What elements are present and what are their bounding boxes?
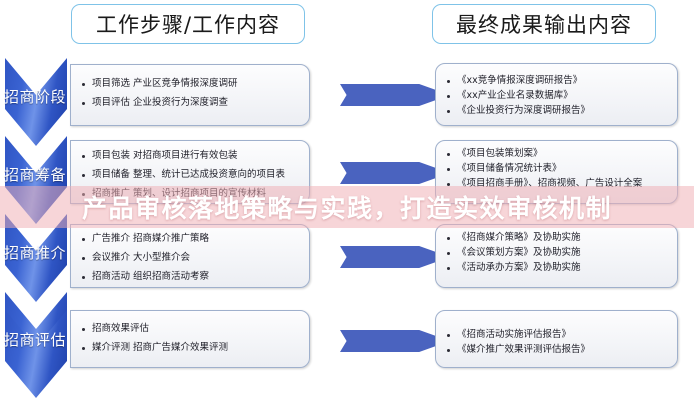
steps-box-4: 招商效果评估 媒介评测 招商广告媒介效果评测 [70, 310, 310, 368]
list-item: 《活动承办方案》及协助实施 [446, 261, 669, 275]
list-item: 项目储备 整理、统计已达成投资意向的项目表 [81, 168, 301, 182]
list-item: 项目包装 对招商项目进行有效包装 [81, 149, 301, 163]
overlay-banner: 产品审核落地策略与实践，打造实效审核机制 [0, 186, 694, 228]
list-item: 会议推介 大小型推介会 [81, 251, 301, 265]
list-item: 《项目包装策划案》 [446, 147, 669, 161]
steps-list-4: 招商效果评估 媒介评测 招商广告媒介效果评测 [81, 322, 301, 355]
list-item: 《xx产业企业名录数据库》 [446, 89, 669, 103]
list-item: 《项目储备情况统计表》 [446, 162, 669, 176]
list-item: 《项目招商手册》、招商视频、广告设计全案 [446, 177, 669, 191]
list-item: 《xx竞争情报深度调研报告》 [446, 74, 669, 88]
overlay-banner-text: 产品审核落地策略与实践，打造实效审核机制 [81, 194, 612, 223]
list-item: 招商活动 组织招商活动考察 [81, 270, 301, 284]
list-item: 《媒介推广效果评测评估报告》 [446, 343, 669, 357]
stage-label-1: 招商阶段 [4, 88, 67, 106]
list-item: 项目评估 企业投资行为深度调查 [81, 96, 301, 110]
outputs-box-3: 《招商媒介策略》及协助实施 《会议策划方案》及协助实施 《活动承办方案》及协助实… [435, 224, 678, 288]
stage-label-2: 招商筹备 [4, 166, 67, 184]
steps-box-1: 项目筛选 产业区竞争情报深度调研 项目评估 企业投资行为深度调查 [70, 64, 310, 126]
outputs-list-3: 《招商媒介策略》及协助实施 《会议策划方案》及协助实施 《活动承办方案》及协助实… [446, 231, 669, 275]
column-header-left: 工作步骤/工作内容 [71, 4, 305, 44]
outputs-list-2: 《项目包装策划案》 《项目储备情况统计表》 《项目招商手册》、招商视频、广告设计… [446, 147, 669, 191]
column-header-right-label: 最终成果输出内容 [456, 13, 632, 37]
column-header-right: 最终成果输出内容 [432, 4, 656, 44]
list-item: 项目筛选 产业区竞争情报深度调研 [81, 77, 301, 91]
list-item: 《招商媒介策略》及协助实施 [446, 231, 669, 245]
stage-label-3: 招商推介 [4, 244, 67, 262]
flow-arrow-2 [340, 162, 450, 184]
list-item: 招商效果评估 [81, 322, 301, 336]
column-header-left-label: 工作步骤/工作内容 [95, 13, 281, 37]
flow-arrow-4 [340, 330, 450, 352]
list-item: 媒介评测 招商广告媒介效果评测 [81, 341, 301, 355]
outputs-list-1: 《xx竞争情报深度调研报告》 《xx产业企业名录数据库》 《企业投资行为深度调研… [446, 74, 669, 118]
outputs-box-1: 《xx竞争情报深度调研报告》 《xx产业企业名录数据库》 《企业投资行为深度调研… [435, 63, 678, 126]
flow-arrow-3 [340, 246, 450, 268]
steps-list-1: 项目筛选 产业区竞争情报深度调研 项目评估 企业投资行为深度调查 [81, 77, 301, 110]
list-item: 广告推介 招商媒介推广策略 [81, 232, 301, 246]
list-item: 《会议策划方案》及协助实施 [446, 246, 669, 260]
stage-label-4: 招商评估 [4, 331, 67, 349]
chevron-down-icon [5, 310, 67, 398]
list-item: 《招商活动实施评估报告》 [446, 328, 669, 342]
outputs-box-4: 《招商活动实施评估报告》 《媒介推广效果评测评估报告》 [435, 310, 678, 368]
steps-box-3: 广告推介 招商媒介推广策略 会议推介 大小型推介会 招商活动 组织招商活动考察 [70, 224, 310, 288]
steps-list-3: 广告推介 招商媒介推广策略 会议推介 大小型推介会 招商活动 组织招商活动考察 [81, 232, 301, 284]
outputs-list-4: 《招商活动实施评估报告》 《媒介推广效果评测评估报告》 [446, 328, 669, 357]
stage-chevron-rail [5, 58, 67, 398]
flow-arrow-1 [340, 84, 450, 106]
list-item: 《企业投资行为深度调研报告》 [446, 104, 669, 118]
